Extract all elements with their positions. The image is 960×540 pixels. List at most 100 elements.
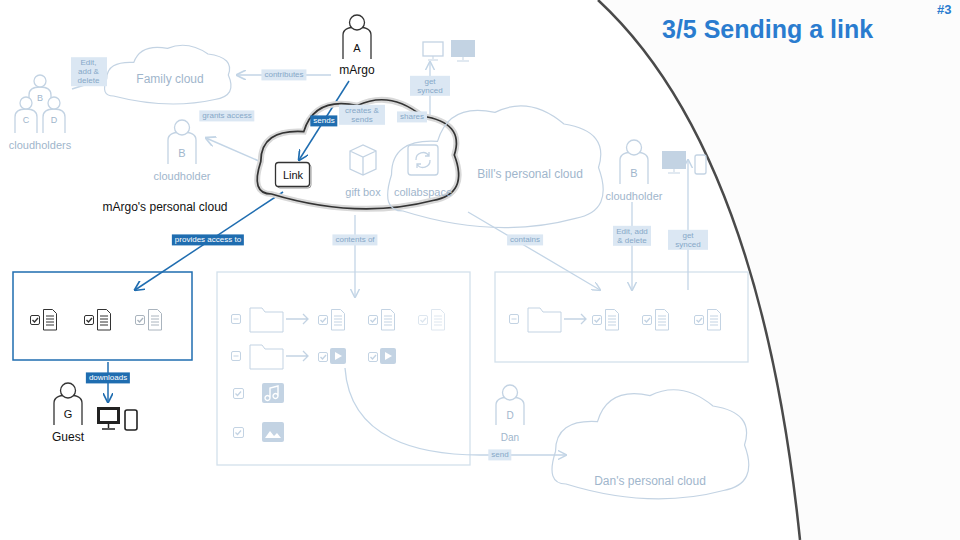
person-head (20, 97, 32, 109)
person-group (10, 75, 70, 135)
file-box (217, 272, 470, 465)
arrow-label: contents of (332, 234, 377, 245)
gift-box-contents (217, 272, 470, 465)
person-head (61, 383, 76, 398)
node-text: mArgo (339, 64, 374, 77)
cube-icon (350, 145, 376, 175)
music-icon (262, 383, 284, 403)
arrow-label: creates & sends (339, 105, 385, 125)
connector-arrow (206, 138, 260, 162)
document-icon (85, 310, 111, 331)
person-head (503, 385, 518, 400)
arrow-label: shares (397, 111, 427, 122)
person-body (620, 152, 648, 184)
node-text: gift box (345, 186, 380, 198)
bill-cloud-contents (495, 272, 748, 362)
slide-number: #3 (937, 2, 951, 17)
faded-devices (423, 40, 706, 174)
document-icon (593, 310, 619, 331)
person-body (15, 109, 37, 133)
cloud-outline (105, 45, 232, 104)
document-icon (695, 310, 721, 331)
person-body (496, 397, 524, 425)
node-text: Dan (501, 432, 519, 443)
guest-devices (97, 407, 137, 430)
arrow-label: send (488, 449, 511, 460)
person-body (343, 27, 371, 59)
node-text: C (23, 116, 30, 126)
collab-icon (408, 145, 438, 175)
monitor-stand (102, 424, 115, 429)
edge-label: sends (310, 115, 337, 126)
arrow-label: Edit, add & delete (613, 226, 651, 246)
cloud-shape: Family cloud (100, 40, 235, 110)
arrow (687, 160, 688, 290)
edge-label: Edit, add & delete (71, 57, 107, 87)
music-note (265, 386, 278, 400)
monitor-stand (668, 169, 680, 173)
person-head (48, 97, 60, 109)
faded-arrows (345, 62, 688, 455)
person-figure: GGuest (46, 383, 90, 425)
folder-icon (510, 308, 587, 332)
phone-icon (125, 410, 137, 430)
file-box (495, 272, 748, 362)
shared-files-box (13, 272, 192, 360)
node-text: mArgo's personal cloud (102, 201, 227, 214)
monitor-icon (451, 40, 475, 57)
file-box (13, 272, 192, 360)
cloud-outline (257, 100, 458, 209)
image-mountain (265, 431, 281, 438)
person-head (627, 140, 642, 155)
monitor-icon (97, 407, 120, 424)
document-icon (136, 310, 162, 331)
checkbox (234, 389, 244, 399)
divider-arc (598, 0, 800, 540)
monitor-icon (423, 42, 443, 56)
person-body (43, 109, 65, 133)
node-text: B (630, 167, 637, 179)
box-outline (276, 163, 310, 187)
node-text: cloudholder (606, 190, 663, 202)
person-figure: DDan (490, 385, 530, 425)
node-text: A (353, 42, 360, 54)
cloud-halo (257, 100, 458, 209)
sync-arrows (416, 152, 430, 168)
monitor-stand (457, 57, 469, 61)
arrow (354, 215, 355, 297)
folder-icon (232, 345, 309, 369)
person-figure: Bcloudholder (160, 120, 204, 164)
gift-box-icon: gift box (338, 140, 388, 202)
arrow (468, 212, 600, 290)
node-text: G (64, 408, 73, 420)
arrow-label: provides access to (172, 234, 244, 245)
arrow (345, 368, 566, 455)
node-text: Dan's personal cloud (594, 475, 706, 488)
person-group: BCDcloudholders (10, 75, 70, 135)
document-icon (643, 310, 669, 331)
document-icon (31, 310, 57, 331)
node-text: Guest (52, 431, 84, 444)
arrow-label: get synced (410, 76, 450, 96)
person-figure: AmArgo (335, 15, 379, 59)
document-icon (419, 310, 445, 331)
page-region (598, 0, 960, 540)
person-figure: Bcloudholder (612, 140, 656, 184)
person-head (34, 75, 46, 87)
person-body (168, 132, 196, 164)
phone-icon (695, 155, 706, 174)
monitor-screen (100, 410, 117, 421)
cloud-shape (545, 380, 755, 510)
node-text: Link (283, 169, 303, 181)
document-icon (369, 310, 395, 331)
video-icon (319, 348, 347, 364)
edge-label: contributes (261, 69, 306, 80)
node-text: cloudholder (154, 170, 211, 182)
person-body (29, 87, 51, 111)
person-head (175, 120, 190, 135)
arrow-label: contains (507, 234, 543, 245)
cloud-outline (388, 106, 604, 228)
node-text: D (51, 116, 58, 126)
edge-label: grants access (199, 110, 254, 121)
cloud-outline (552, 390, 749, 499)
